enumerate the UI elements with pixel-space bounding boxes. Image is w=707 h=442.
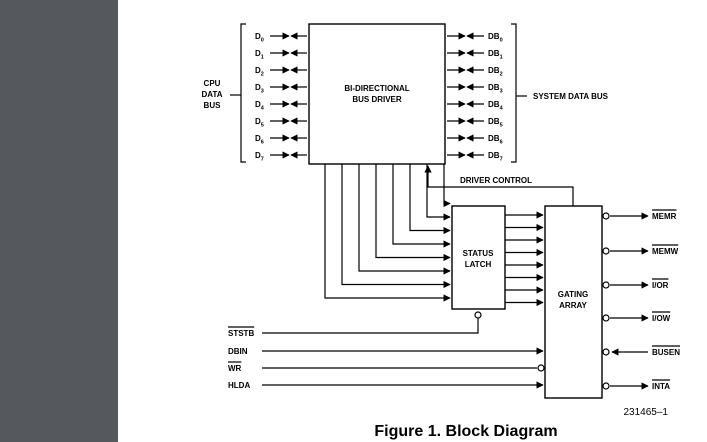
control-inputs: STSTB DBIN WR HLDA (228, 311, 545, 390)
status-latch-block (451, 205, 506, 310)
cpu-data-line-label: D5 (255, 117, 264, 129)
output-label: MEMR (652, 212, 677, 221)
system-data-line-label: DB0 (488, 32, 503, 44)
system-data-line-label: DB2 (488, 66, 503, 78)
status-bit-line (426, 164, 451, 221)
status-bit-line (324, 164, 451, 302)
figure-caption: Figure 1. Block Diagram (374, 423, 557, 440)
bus-driver-label-1: BI-DIRECTIONAL (344, 84, 409, 93)
status-bit-line (375, 164, 451, 262)
system-data-bus-label: SYSTEM DATA BUS (533, 92, 609, 101)
ststb-inversion-bubble (474, 311, 482, 319)
cpu-bus-label: CPU DATA BUS (201, 79, 222, 110)
output-label: INTA (652, 382, 670, 391)
cpu-data-line-label: D1 (255, 49, 264, 61)
status-bit-line (409, 164, 451, 235)
cpu-label-line-3: BUS (204, 101, 222, 110)
cpu-data-line-label: D0 (255, 32, 264, 44)
cpu-label-line-2: DATA (201, 90, 222, 99)
gating-array-label-1: GATING (558, 290, 589, 299)
system-data-line-label: DB3 (488, 83, 503, 95)
gating-array-block (544, 205, 603, 399)
output-inversion-bubble (602, 212, 610, 220)
cpu-data-line-label: D3 (255, 83, 264, 95)
output-label: MEMW (652, 247, 679, 256)
cpu-data-line-label: D6 (255, 134, 264, 146)
status-bit-line (341, 164, 451, 289)
cpu-bus-bracket (240, 23, 246, 163)
status-latch-label-2: LATCH (465, 260, 492, 269)
system-data-line-label: DB5 (488, 117, 503, 129)
status-bit-line (392, 164, 451, 248)
status-bit-line (443, 164, 451, 208)
driver-control-line (424, 165, 574, 206)
status-bit-line (358, 164, 451, 275)
system-data-line-label: DB1 (488, 49, 503, 61)
input-label: DBIN (228, 347, 248, 356)
output-label: BUSEN (652, 348, 680, 357)
wr-inversion-bubble (537, 364, 545, 372)
cpu-data-line-label: D4 (255, 100, 265, 112)
input-label: HLDA (228, 381, 250, 390)
control-outputs: MEMR MEMW I/OR I/OW BUSEN INTA (602, 209, 680, 391)
output-inversion-bubble (602, 314, 610, 322)
output-inversion-bubble (602, 281, 610, 289)
figure-number: 231465–1 (624, 407, 669, 418)
cpu-label-line-1: CPU (204, 79, 221, 88)
input-label: WR (228, 364, 242, 373)
status-latch-input-lines (324, 164, 451, 302)
gating-array-label-2: ARRAY (559, 301, 587, 310)
system-data-line-label: DB6 (488, 134, 503, 146)
output-label: I/OR (652, 281, 669, 290)
status-latch-label-1: STATUS (463, 249, 494, 258)
bus-driver-block (308, 23, 446, 165)
left-sidebar-panel (0, 0, 118, 442)
output-inversion-bubble (602, 382, 610, 390)
output-inversion-bubble (602, 348, 610, 356)
cpu-data-line-label: D2 (255, 66, 264, 78)
bus-driver-label-2: BUS DRIVER (352, 95, 402, 104)
ststb-line (262, 318, 479, 334)
output-label: I/OW (652, 314, 671, 323)
latch-to-gating-lines (505, 211, 544, 307)
cpu-data-line-label: D7 (255, 151, 264, 163)
output-inversion-bubble (602, 247, 610, 255)
system-data-line-label: DB4 (488, 100, 504, 112)
driver-control-label: DRIVER CONTROL (460, 176, 532, 185)
system-bus-bracket (511, 23, 517, 163)
input-label: STSTB (228, 329, 254, 338)
system-data-line-label: DB7 (488, 151, 503, 163)
